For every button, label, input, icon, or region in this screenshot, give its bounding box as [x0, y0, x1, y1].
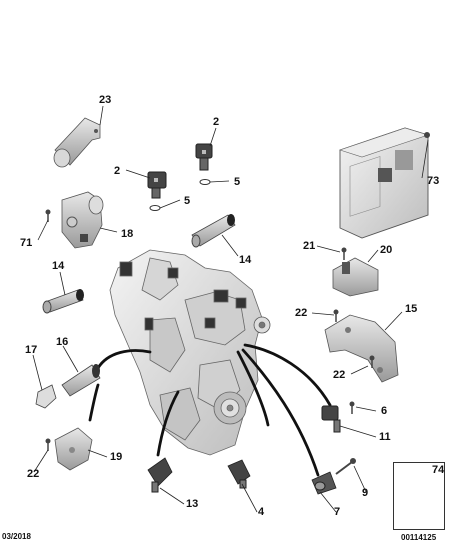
callout-18: 18 — [121, 228, 134, 240]
callout-5-lower: 5 — [184, 195, 191, 207]
callout-9: 9 — [362, 487, 369, 499]
callout-73: 73 — [427, 175, 440, 187]
screw-part-22-upper[interactable] — [333, 309, 339, 323]
screw-part-22-lower[interactable] — [45, 438, 51, 452]
footer-reference-number: 00114125 — [401, 533, 437, 542]
valve-body-part-18[interactable] — [61, 191, 104, 249]
o-ring-part-5-lower[interactable] — [149, 205, 161, 211]
callout-6: 6 — [381, 405, 388, 417]
sensor-part-11[interactable] — [321, 405, 341, 433]
sensor-part-16[interactable] — [61, 364, 101, 397]
footer-date: 03/2018 — [2, 532, 31, 541]
sensor-part-13[interactable] — [147, 457, 173, 493]
solenoid-part-14-left[interactable] — [42, 289, 84, 314]
callout-14-right: 14 — [239, 254, 252, 266]
callout-19: 19 — [110, 451, 123, 463]
sensor-part-2-upper[interactable] — [195, 143, 213, 171]
engine-block — [109, 249, 271, 456]
bracket-part-20[interactable] — [332, 257, 379, 297]
callout-22-lower: 22 — [27, 468, 40, 480]
callout-2-upper: 2 — [213, 116, 220, 128]
solenoid-part-14-right[interactable] — [191, 214, 236, 248]
heat-shield-part-23[interactable] — [53, 117, 101, 168]
wiring-harness — [88, 343, 332, 477]
leader-lines — [32, 105, 429, 513]
callout-5-upper: 5 — [234, 176, 241, 188]
callout-14-left: 14 — [52, 260, 65, 272]
callout-13: 13 — [186, 498, 199, 510]
callout-21: 21 — [303, 240, 316, 252]
callout-16: 16 — [56, 336, 69, 348]
callout-4: 4 — [258, 506, 265, 518]
bracket-part-19[interactable] — [54, 427, 93, 471]
callout-2-lower: 2 — [114, 165, 121, 177]
screw-part-6[interactable] — [349, 401, 355, 415]
callout-20: 20 — [380, 244, 393, 256]
callout-23: 23 — [99, 94, 112, 106]
callout-22-middle: 22 — [333, 369, 346, 381]
screw-part-9[interactable] — [335, 458, 356, 475]
callout-74: 74 — [432, 464, 445, 476]
screw-part-22-middle[interactable] — [369, 355, 375, 369]
clip-part-17[interactable] — [35, 384, 57, 409]
bracket-part-15[interactable] — [324, 314, 399, 383]
callout-22-upper: 22 — [295, 307, 308, 319]
sensor-part-4[interactable] — [227, 459, 251, 489]
callout-15: 15 — [405, 303, 418, 315]
inset-box-part-74 — [393, 462, 445, 530]
o-ring-part-5-upper[interactable] — [199, 179, 211, 185]
callout-7: 7 — [334, 506, 341, 518]
callout-71: 71 — [20, 237, 33, 249]
callout-11: 11 — [379, 431, 391, 443]
callout-17: 17 — [25, 344, 38, 356]
sensor-part-2-lower[interactable] — [147, 171, 167, 199]
sensor-part-7[interactable] — [311, 471, 337, 495]
ecu-part-73[interactable] — [339, 127, 430, 239]
screw-part-21[interactable] — [341, 247, 347, 261]
